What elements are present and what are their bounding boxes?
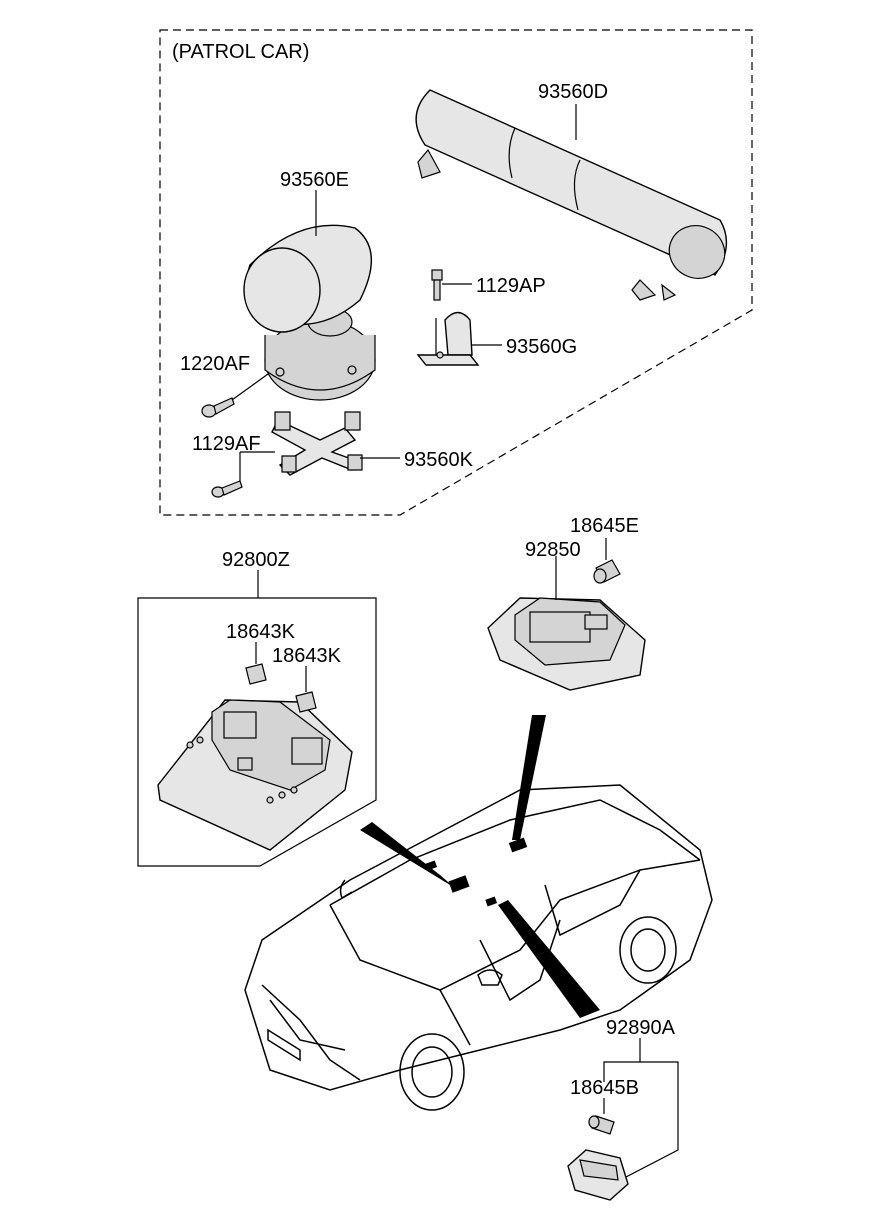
label-18645E: 18645E (570, 515, 639, 537)
label-92890A: 92890A (606, 1017, 676, 1039)
label-1129AF: 1129AF (192, 433, 261, 455)
lamp-92890A-drawing (567, 1149, 629, 1201)
bulb-18645B-drawing (588, 1115, 615, 1135)
bulb-18645E-drawing (593, 559, 621, 584)
label-93560K: 93560K (404, 449, 474, 471)
label-93560E: 93560E (280, 169, 349, 191)
bulb-18643K-2-drawing (295, 691, 317, 713)
leader-wedge-console (360, 822, 455, 888)
patrol-car-label: (PATROL CAR) (172, 41, 309, 63)
patrol-car-boundary (159, 29, 753, 516)
label-93560D: 93560D (538, 81, 608, 103)
lamp-92850-drawing (487, 597, 646, 691)
console-92800Z-box (137, 597, 377, 867)
bulb-18643K-1-drawing (245, 663, 267, 685)
car-outline (244, 784, 713, 1111)
roof-lamp-mark-1 (448, 875, 470, 893)
bolt-1129AP-drawing (431, 269, 443, 301)
label-18643K-1: 18643K (226, 621, 296, 643)
bolt-1129AF-drawing (211, 480, 243, 498)
screw-1220AF-drawing (201, 397, 235, 418)
leader-wedge-92890A (498, 900, 600, 1018)
label-18643K-2: 18643K (272, 645, 342, 667)
roof-lamp-mark-3 (425, 860, 438, 871)
roof-lamp-mark-4 (485, 896, 498, 907)
beacon-drawing (243, 224, 376, 401)
leader-wedge-92850 (512, 715, 546, 840)
label-1129AP: 1129AP (476, 275, 546, 297)
label-18645B: 18645B (570, 1077, 639, 1099)
lightbar-drawing (415, 89, 728, 301)
roof-lamp-mark-2 (508, 837, 528, 853)
label-1220AF: 1220AF (180, 353, 250, 375)
label-92800Z: 92800Z (222, 549, 290, 571)
bracket-93560G-drawing (416, 311, 480, 366)
label-93560G: 93560G (506, 336, 577, 358)
base-plate-93560K-drawing (271, 411, 363, 476)
label-92850: 92850 (525, 539, 581, 561)
console-92800Z-drawing (157, 699, 353, 851)
